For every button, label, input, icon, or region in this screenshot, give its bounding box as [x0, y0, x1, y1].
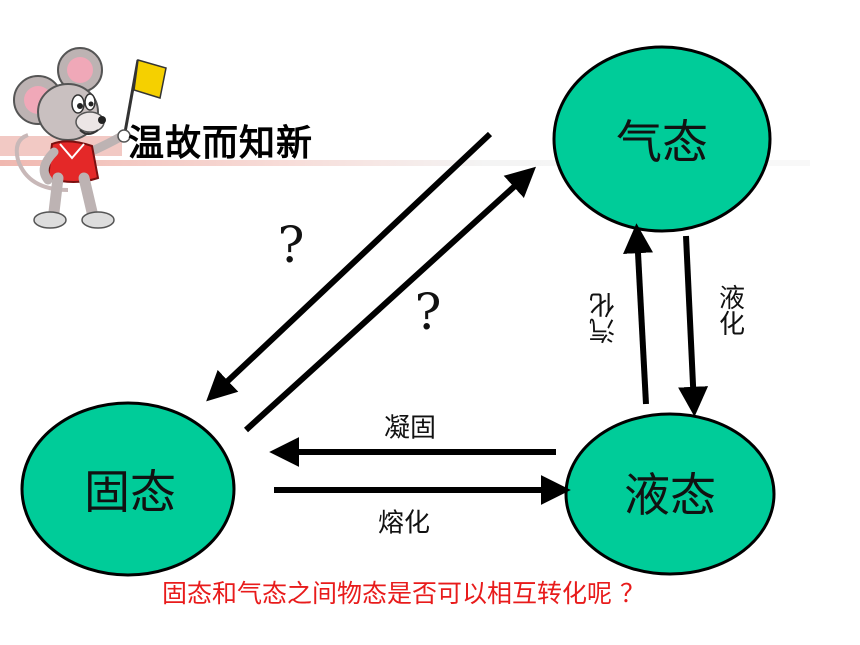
- unknown-solid-to-gas-label: ?: [414, 283, 442, 341]
- mouse-with-flag-icon: [13, 47, 167, 229]
- header-underline: [0, 160, 810, 166]
- footer-question: 固态和气态之间物态是否可以相互转化呢 ？: [162, 579, 645, 608]
- solid-state-label: 固态: [84, 465, 176, 519]
- arrow-solid-to-gas: [243, 166, 536, 433]
- arrow-gas-to-solid: [206, 131, 493, 402]
- condensation-label: 液化: [714, 284, 745, 336]
- solid-state-node: [20, 401, 236, 577]
- vaporization-label: 汽化: [589, 292, 620, 344]
- gas-state-node: [552, 45, 772, 233]
- liquid-state-label: 液态: [624, 468, 716, 522]
- arrow-liquid-to-gas: [623, 223, 653, 405]
- melting-label: 熔化: [377, 508, 431, 539]
- unknown-gas-to-solid-label: ?: [277, 216, 305, 274]
- arrow-gas-to-liquid: [678, 235, 709, 417]
- solidification-label: 凝固: [383, 413, 437, 444]
- gas-state-label: 气态: [616, 115, 708, 169]
- page-title: 温故而知新: [128, 123, 314, 164]
